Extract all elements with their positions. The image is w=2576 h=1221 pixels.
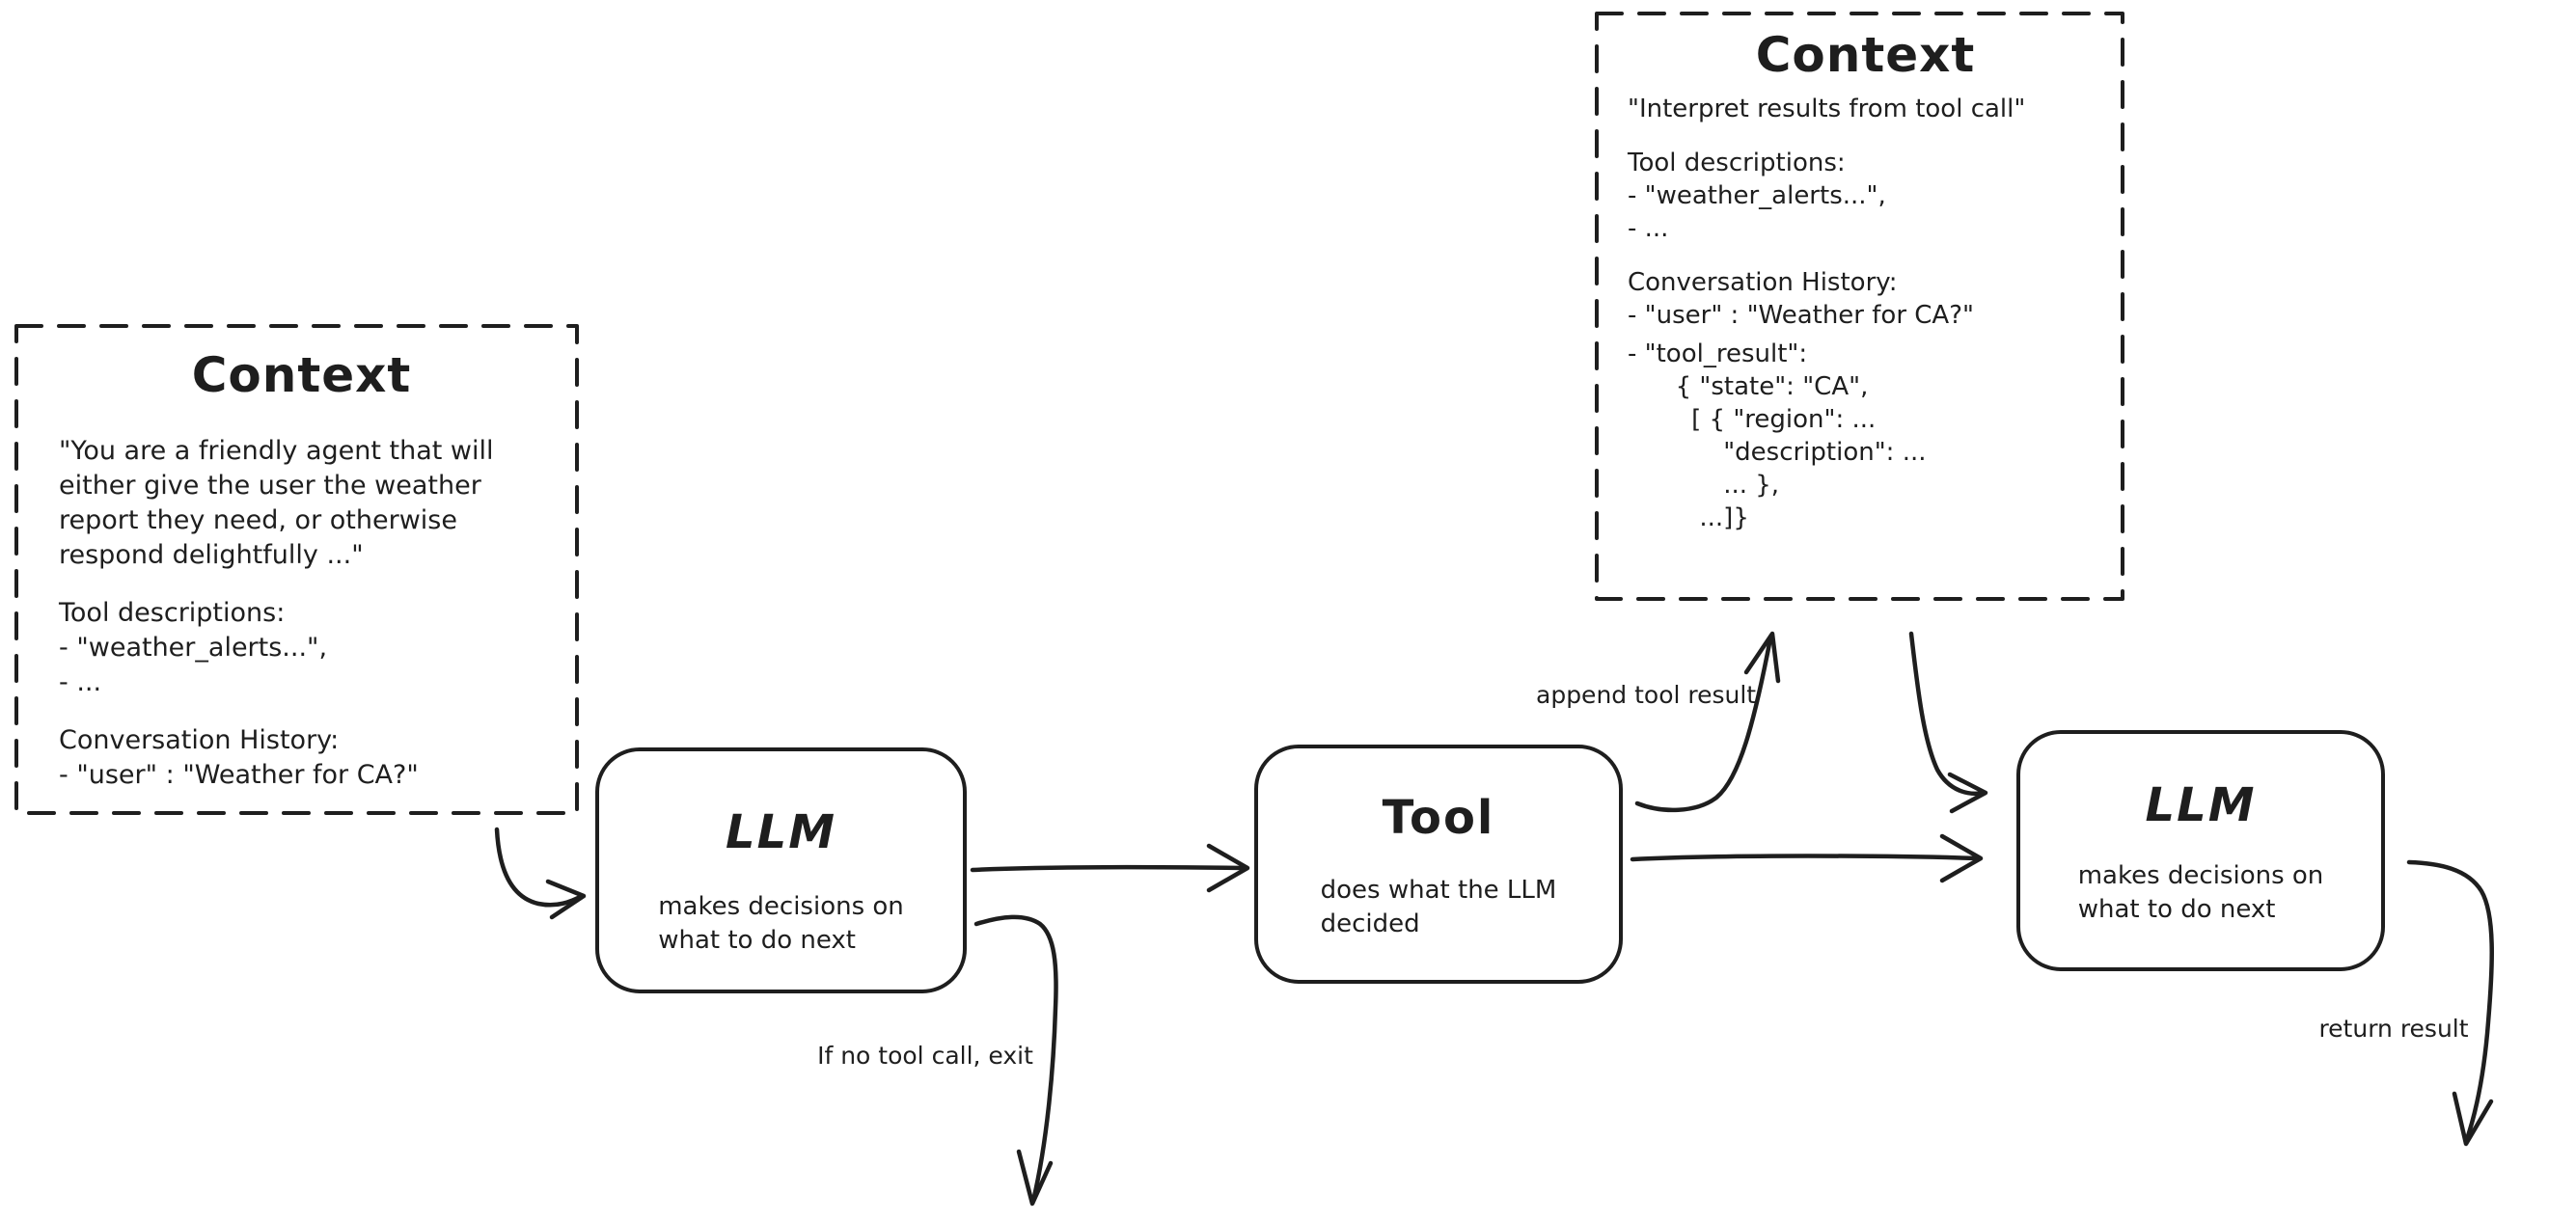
arrowhead-llm1-exit [1016, 1149, 1054, 1207]
context-right-system-prompt: "Interpret results from tool call" [1628, 95, 2026, 123]
context-left-conversation-history: Conversation History: - "user" : "Weathe… [59, 725, 419, 790]
node-tool-subtitle: does what the LLM decided [1320, 876, 1557, 938]
context-left-system-prompt: "You are a friendly agent that will eith… [59, 436, 494, 570]
arrow-tool-to-llm2 [1630, 854, 1981, 862]
arrowhead-context-left-to-llm1 [545, 879, 587, 920]
context-box-left-border [14, 324, 579, 815]
node-llm-2-subtitle: makes decisions on what to do next [2077, 861, 2324, 924]
arrowhead-tool-to-context-right [1743, 631, 1781, 684]
node-tool-title: Tool [1382, 791, 1495, 845]
context-left-title: Context [191, 347, 412, 403]
context-right-conversation-history: Conversation History: - "user" : "Weathe… [1628, 268, 1974, 330]
arrow-llm1-exit [973, 914, 1058, 1204]
context-right-title: Context [1755, 27, 1976, 83]
node-llm-1: LLM makes decisions on what to do next [595, 747, 967, 993]
arrow-llm1-to-tool [970, 864, 1247, 873]
context-right-tool-result: - "tool_result": { "state": "CA", [ { "r… [1628, 339, 1927, 532]
arrowhead-tool-to-llm2 [1939, 833, 1984, 883]
edge-label-append-tool-result: append tool result [1536, 681, 1757, 709]
arrow-tool-to-context-right [1634, 636, 1773, 813]
context-box-right-border [1595, 12, 2124, 601]
arrow-context-right-to-llm2 [1908, 631, 1987, 796]
arrow-llm2-return [2406, 859, 2494, 1145]
node-llm-2-title: LLM [2145, 778, 2257, 832]
context-box-right: Context "Interpret results from tool cal… [1597, 14, 2123, 599]
context-box-left: Context "You are a friendly agent that w… [16, 326, 577, 813]
arrowhead-llm1-to-tool [1206, 843, 1250, 893]
context-right-tool-descriptions: Tool descriptions: - "weather_alerts..."… [1628, 149, 1886, 243]
node-llm-2: LLM makes decisions on what to do next [2016, 730, 2385, 971]
context-left-tool-descriptions: Tool descriptions: - "weather_alerts..."… [59, 598, 328, 697]
edge-label-return-result: return result [2318, 1015, 2469, 1043]
arrowhead-context-right-to-llm2 [1947, 772, 1988, 814]
node-llm-1-subtitle: makes decisions on what to do next [658, 892, 904, 955]
arrowhead-llm2-return [2452, 1091, 2494, 1147]
node-llm-1-title: LLM [726, 805, 836, 859]
edge-label-no-tool-call-exit: If no tool call, exit [817, 1042, 1033, 1070]
node-tool: Tool does what the LLM decided [1254, 745, 1623, 984]
arrow-context-left-to-llm1 [494, 827, 585, 908]
